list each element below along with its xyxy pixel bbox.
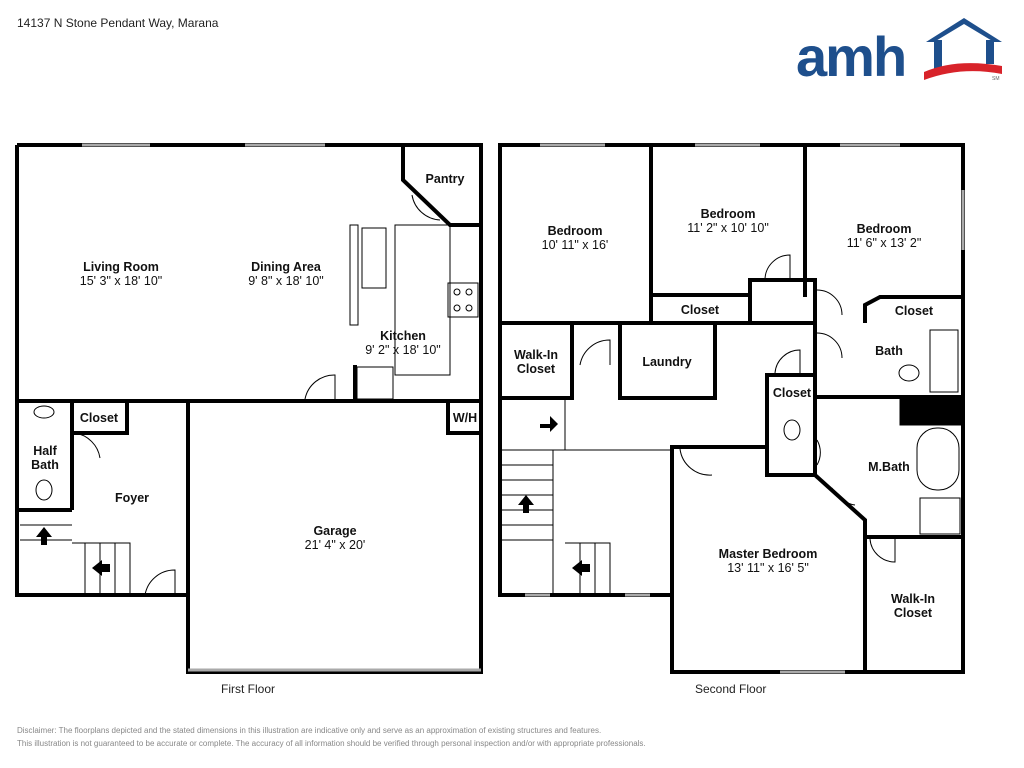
first-floor-label: First Floor xyxy=(221,682,275,696)
room-dims: 9' 8" x 18' 10" xyxy=(248,274,324,288)
room-name: Pantry xyxy=(426,172,465,186)
room-name: Foyer xyxy=(115,491,149,505)
room-name: Living Room xyxy=(83,260,159,274)
room-name: Dining Area xyxy=(251,260,322,274)
disclaimer-line: This illustration is not guaranteed to b… xyxy=(17,739,646,748)
room-name: Master Bedroom xyxy=(719,547,818,561)
svg-text:amh: amh xyxy=(796,25,905,84)
room-name: Closet xyxy=(681,303,720,317)
room-name: Bedroom xyxy=(701,207,756,221)
stairs-arrow-icon xyxy=(36,527,110,576)
room-name: Closet xyxy=(773,386,812,400)
room-name: W/H xyxy=(453,411,477,425)
room-name: Bedroom xyxy=(548,224,603,238)
room-name: M.Bath xyxy=(868,460,910,474)
amh-logo: amh SM xyxy=(796,18,1002,84)
room-dims: 9' 2" x 18' 10" xyxy=(365,343,441,357)
room-name: Closet xyxy=(895,304,934,318)
room-dims: 11' 6" x 13' 2" xyxy=(847,236,922,250)
room-dims: 21' 4" x 20' xyxy=(305,538,366,552)
second-floor-label: Second Floor xyxy=(695,682,767,696)
room-name: Bath xyxy=(875,344,903,358)
room-name: Kitchen xyxy=(380,329,426,343)
room-dims: 10' 11" x 16' xyxy=(542,238,609,252)
room-name: Laundry xyxy=(642,355,691,369)
room-dims: 13' 11" x 16' 5" xyxy=(727,561,809,575)
second-floor-labels: Bedroom 10' 11" x 16' Bedroom 11' 2" x 1… xyxy=(514,207,935,620)
room-dims: 11' 2" x 10' 10" xyxy=(687,221,769,235)
room-name: Garage xyxy=(313,524,356,538)
property-address: 14137 N Stone Pendant Way, Marana xyxy=(17,16,219,30)
room-dims: 15' 3" x 18' 10" xyxy=(80,274,162,288)
room-name: Closet xyxy=(80,411,119,425)
stairs-arrow-icon xyxy=(518,416,590,576)
first-floor-labels: Living Room 15' 3" x 18' 10" Dining Area… xyxy=(31,172,477,552)
room-name: Bedroom xyxy=(857,222,912,236)
first-floor-walls xyxy=(15,143,483,674)
svg-text:SM: SM xyxy=(992,76,1000,82)
disclaimer-line: Disclaimer: The floorplans depicted and … xyxy=(17,726,602,735)
